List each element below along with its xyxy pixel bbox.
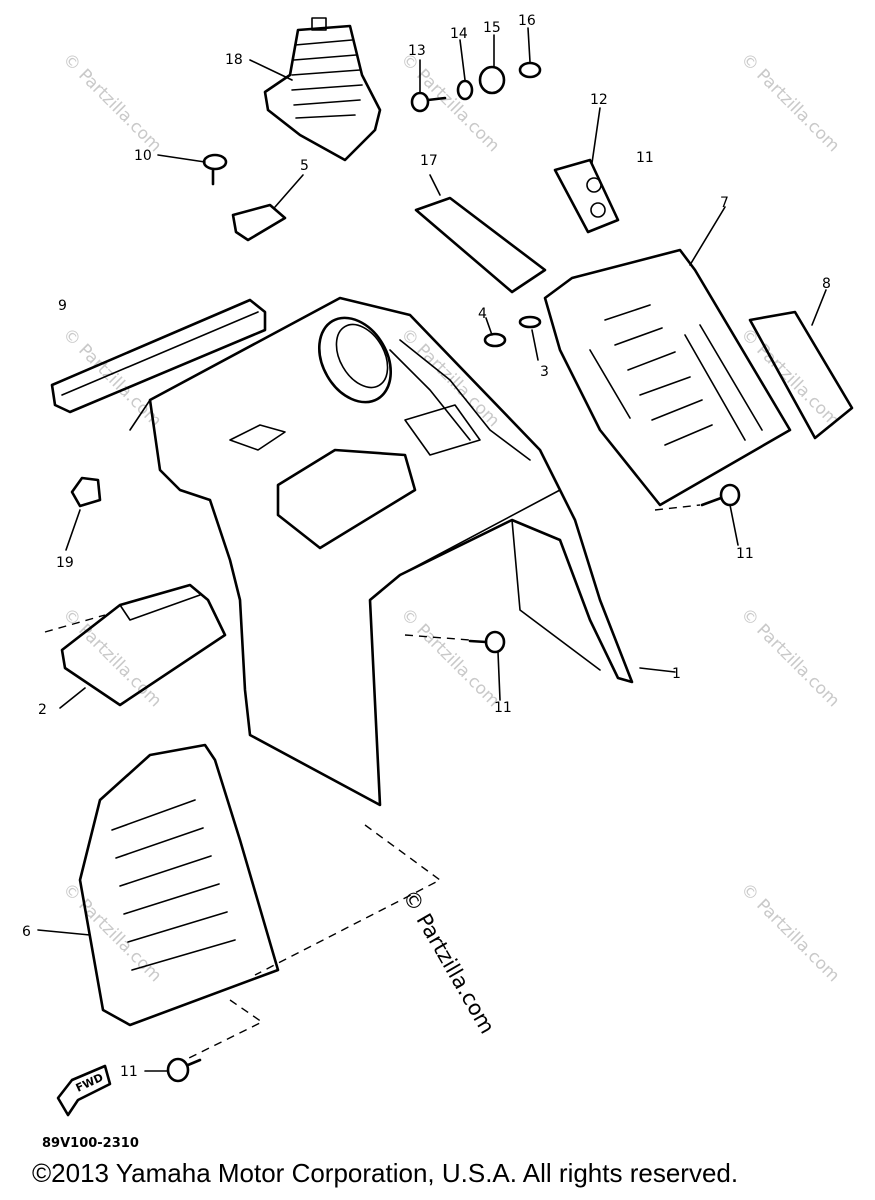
watermark-center: © Partzilla.com: [398, 886, 500, 1038]
part-10-screw: [202, 153, 228, 186]
callout-11: 11: [736, 546, 754, 562]
watermark: © Partzilla.com: [736, 49, 843, 156]
callout-12: 12: [590, 92, 608, 108]
part-19-clip: [70, 476, 102, 508]
callout-10: 10: [134, 148, 152, 164]
watermark: © Partzilla.com: [736, 879, 843, 986]
parts-13-16-hardware: [410, 61, 542, 113]
callout-1: 1: [672, 666, 681, 682]
callout-11: 11: [120, 1064, 138, 1080]
part-6-left-panel: [78, 743, 280, 1027]
part-4-grommet: [483, 332, 507, 348]
watermark: © Partzilla.com: [58, 49, 165, 156]
callout-18: 18: [225, 52, 243, 68]
callout-labels: 1 2 3 4 5 6 7 8 9 10 11 11 11 11 12 13 1…: [22, 13, 831, 1080]
callout-14: 14: [450, 26, 468, 42]
callout-17: 17: [420, 153, 438, 169]
fwd-label: FWD: [74, 1071, 106, 1095]
part-9-strip: [50, 298, 267, 414]
copyright-notice: ©2013 Yamaha Motor Corporation, U.S.A. A…: [32, 1158, 739, 1188]
diagram-part-code: 89V100-2310: [42, 1136, 139, 1151]
callout-11: 11: [636, 150, 654, 166]
callout-11: 11: [494, 700, 512, 716]
part-2-cover: [60, 583, 227, 707]
part-5-clip: [231, 203, 287, 242]
part-11-screws: [166, 483, 741, 1083]
callout-16: 16: [518, 13, 536, 29]
callout-4: 4: [478, 306, 487, 322]
callout-8: 8: [822, 276, 831, 292]
forward-arrow-icon: FWD: [56, 1064, 112, 1117]
part-17-plate: [414, 196, 547, 294]
assembly-lines: [44, 504, 701, 1061]
part-18-boot: [263, 17, 382, 162]
callout-19: 19: [56, 555, 74, 571]
part-1-body: [129, 296, 634, 807]
callout-7: 7: [720, 195, 729, 211]
part-8-pad: [748, 310, 854, 440]
watermark: © Partzilla.com: [58, 604, 165, 711]
callout-9: 9: [58, 298, 67, 314]
leader-lines: [37, 27, 827, 1072]
callout-2: 2: [38, 702, 47, 718]
callout-13: 13: [408, 43, 426, 59]
part-3-grommet: [518, 315, 542, 329]
part-12-bracket: [553, 158, 620, 234]
callout-15: 15: [483, 20, 501, 36]
callout-3: 3: [540, 364, 549, 380]
callout-5: 5: [300, 158, 309, 174]
watermark: © Partzilla.com: [396, 604, 503, 711]
part-7-right-panel: [543, 248, 792, 507]
watermark: © Partzilla.com: [736, 604, 843, 711]
callout-6: 6: [22, 924, 31, 940]
